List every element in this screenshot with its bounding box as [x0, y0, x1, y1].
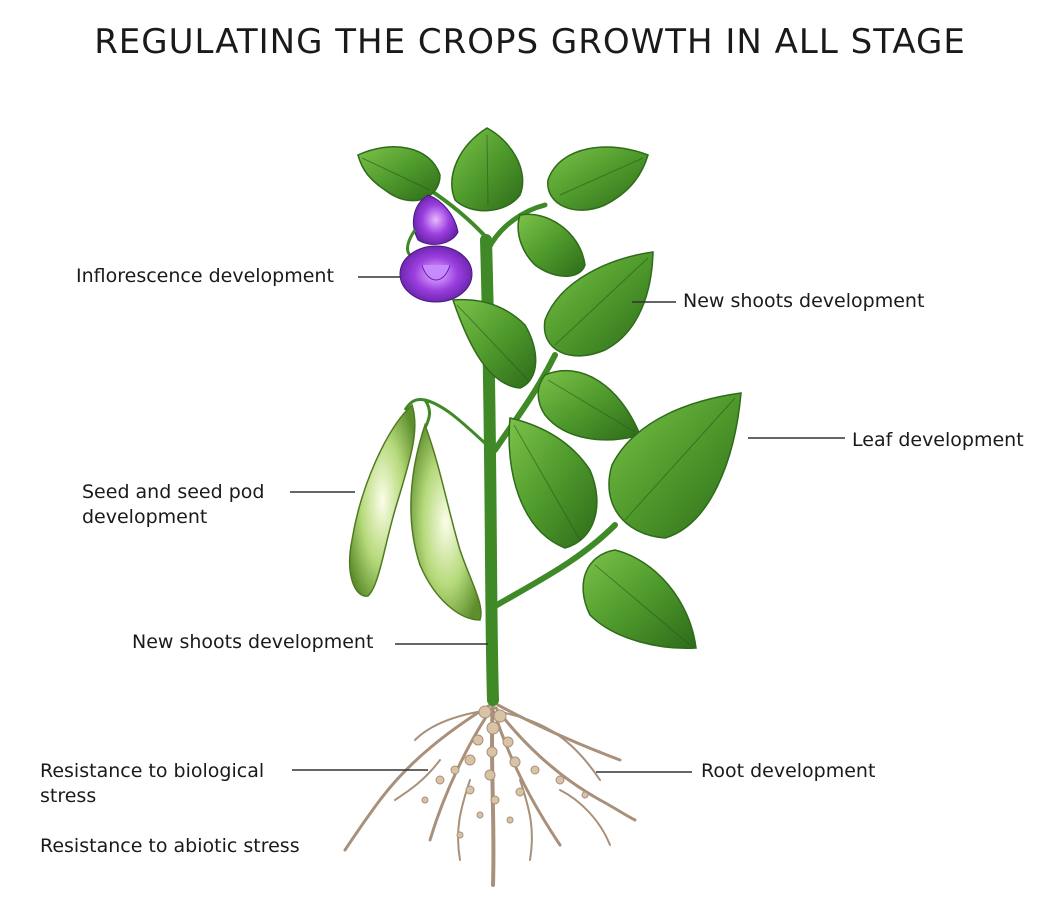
leaf-mid-right	[537, 370, 642, 441]
flower-upper-petal	[412, 194, 459, 245]
root-nodules	[421, 705, 589, 839]
seed-pods	[348, 403, 482, 621]
label-seed-pod-development: Seed and seed pod development	[82, 480, 264, 530]
label-resistance-biological-stress: Resistance to biological stress	[40, 759, 264, 809]
label-inflorescence-development: Inflorescence development	[76, 265, 334, 287]
seed-pod-left	[348, 403, 416, 597]
seed-pod-right	[410, 422, 482, 621]
label-root-development: Root development	[701, 760, 876, 782]
leaf-bottom-right	[582, 549, 697, 649]
label-biological-line1: Resistance to biological	[40, 760, 265, 782]
leaf-upper-mid	[517, 213, 586, 277]
leader-lines	[290, 276, 845, 773]
leaf-veins	[361, 134, 736, 646]
label-leaf-development: Leaf development	[852, 429, 1024, 451]
leaf-lower-left	[508, 417, 598, 549]
label-seed-pod-line2: development	[82, 506, 208, 528]
flower	[399, 194, 473, 303]
label-seed-pod-line1: Seed and seed pod	[82, 481, 265, 503]
leaf-top-left	[357, 146, 441, 202]
label-biological-line2: stress	[40, 785, 97, 807]
leaves	[357, 127, 742, 649]
label-resistance-abiotic-stress: Resistance to abiotic stress	[40, 835, 300, 857]
diagram-title: REGULATING THE CROPS GROWTH IN ALL STAGE	[94, 22, 966, 62]
label-new-shoots-development-top: New shoots development	[683, 290, 925, 312]
label-new-shoots-development-bottom: New shoots development	[132, 631, 374, 653]
